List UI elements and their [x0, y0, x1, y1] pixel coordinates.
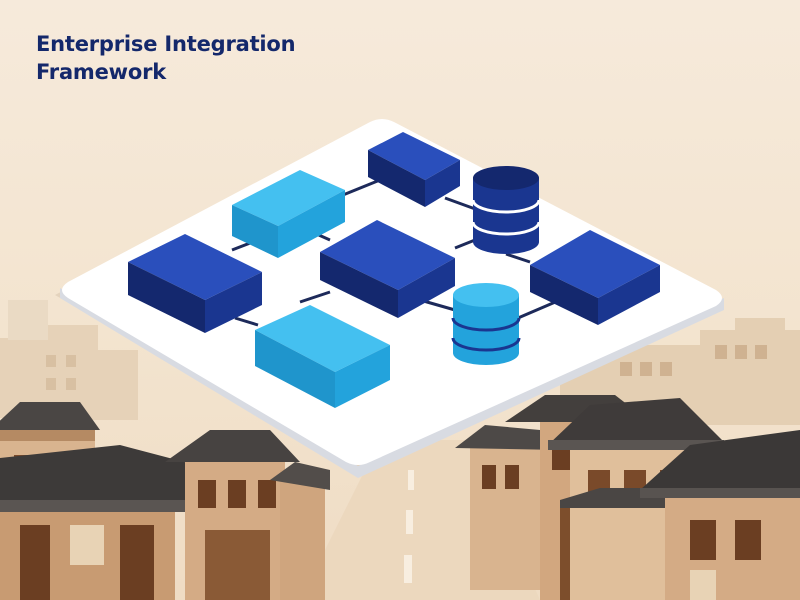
service-block-dark-top [368, 132, 460, 207]
road-markings [404, 470, 414, 583]
service-block-dark-center [320, 220, 455, 318]
database-icon-bottom [451, 283, 521, 365]
page-title: Enterprise Integration Framework [36, 30, 296, 86]
left-house-3 [165, 430, 300, 600]
background-town [0, 300, 800, 600]
right-house-1 [455, 425, 560, 590]
right-house-4 [640, 430, 800, 600]
service-block-dark-left [128, 234, 262, 333]
left-house-2 [0, 445, 215, 600]
database-icon-top [471, 166, 541, 254]
service-block-light-bottom [255, 305, 390, 408]
title-line-2: Framework [36, 60, 167, 84]
service-block-light-top [232, 170, 345, 258]
title-line-1: Enterprise Integration [36, 32, 296, 56]
service-block-dark-right [530, 230, 660, 325]
left-house-4 [270, 462, 330, 600]
